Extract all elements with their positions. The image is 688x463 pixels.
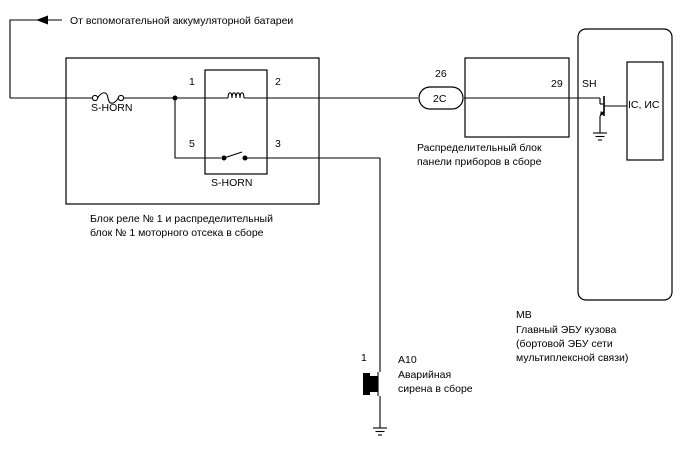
connector-code: 2C [433, 93, 447, 105]
relay-label: S-HORN [211, 177, 252, 189]
ecu-caption-1: Главный ЭБУ кузова [516, 324, 617, 336]
relay-branch-wire [174, 98, 221, 159]
horn-ground-icon [373, 427, 387, 436]
instrument-panel-block-outline [464, 57, 570, 138]
fuse-label: S-HORN [91, 102, 132, 114]
source-label: От вспомогательной аккумуляторной батаре… [70, 15, 293, 27]
ecu-caption-3: мультиплексной связи) [516, 352, 628, 364]
relay-coil-icon [227, 92, 245, 99]
horn-caption-2: сирена в сборе [398, 383, 473, 395]
horn-code: A10 [398, 354, 417, 366]
ecu-ic-label: IC, ИС [628, 99, 660, 111]
relay-block-outline [65, 57, 320, 205]
instrument-panel-caption-1: Распределительный блок [417, 142, 542, 154]
connector-signal: SH [582, 78, 597, 90]
relay-switch-icon [221, 151, 380, 161]
horn-icon [363, 372, 379, 396]
ecu-ic-box [626, 61, 664, 161]
ecu-box [577, 28, 673, 301]
connector-2c [418, 86, 464, 110]
relay-pin-1: 1 [189, 76, 195, 88]
relay-pin-3: 3 [275, 138, 281, 150]
fuse-symbol [91, 92, 125, 104]
connector-pin: 29 [551, 78, 563, 90]
relay-block-caption-1: Блок реле № 1 и распределительный [90, 213, 273, 225]
ecu-caption-2: (бортовой ЭБУ сети [516, 338, 613, 350]
source-arrow-icon [36, 15, 48, 25]
connector-top-pin: 26 [435, 68, 447, 80]
instrument-panel-caption-2: панели приборов в сборе [417, 156, 542, 168]
horn-caption-1: Аварийная [398, 369, 451, 381]
ecu-ground-icon [593, 132, 607, 141]
ecu-code: MB [516, 309, 532, 321]
relay-block-caption-2: блок № 1 моторного отсека в сборе [90, 227, 264, 239]
relay-pin-2: 2 [275, 76, 281, 88]
transistor-icon [599, 96, 627, 133]
relay-box [204, 69, 268, 175]
horn-pin: 1 [361, 352, 367, 364]
relay-pin-5: 5 [189, 138, 195, 150]
battery-supply-wire [9, 15, 62, 98]
